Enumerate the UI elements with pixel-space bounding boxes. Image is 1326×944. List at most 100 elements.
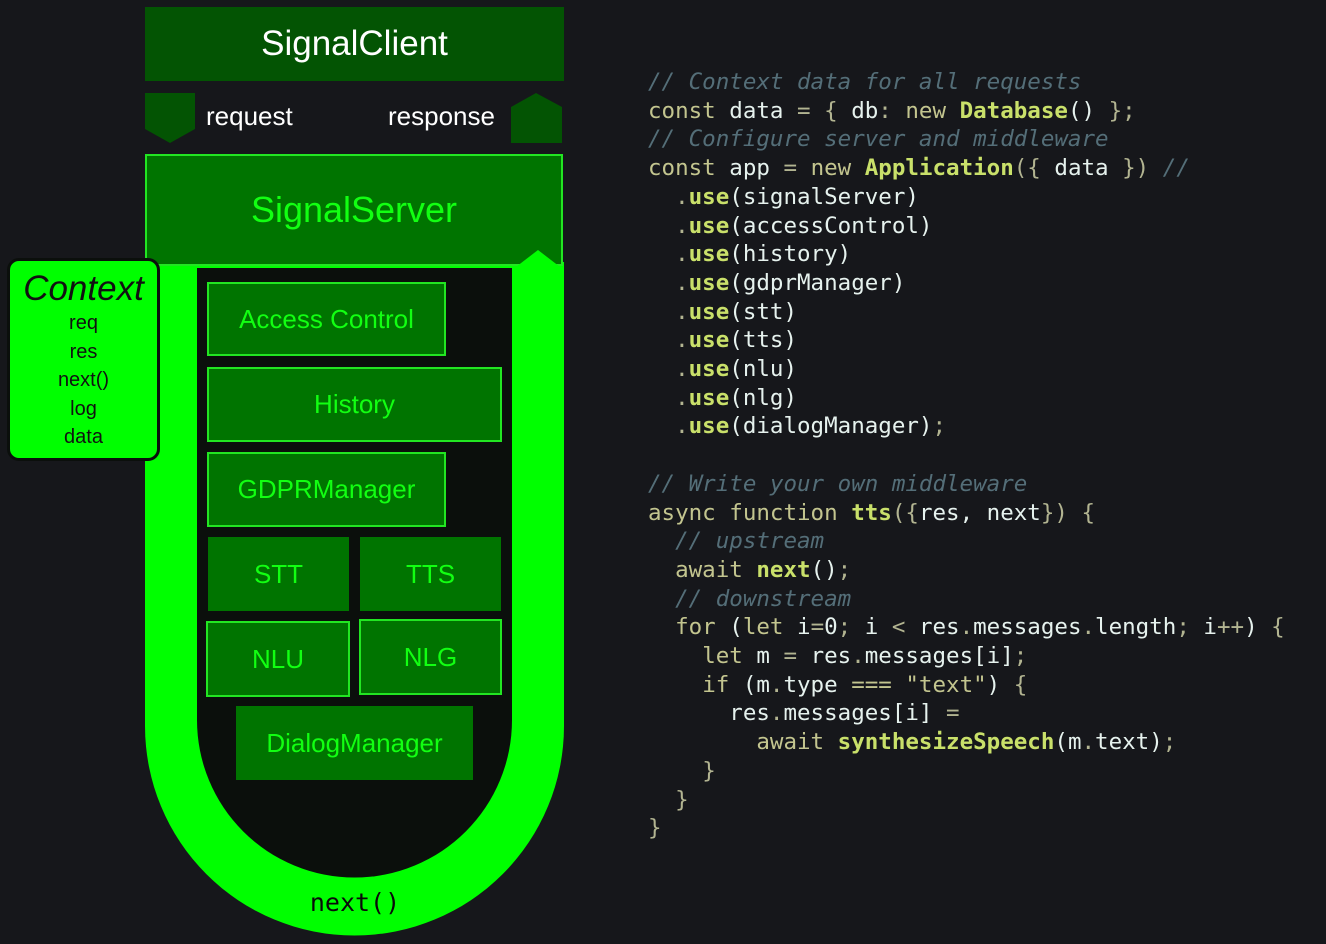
code-token: . [851,643,865,670]
code-line: // upstream [648,527,1285,556]
context-item-next: next() [57,369,110,391]
code-token: res [810,643,852,670]
code-token: }) { [1040,499,1096,526]
code-token: = [810,614,825,641]
code-token: new [810,155,865,182]
code-token: ; [837,556,852,583]
code-token: (history) [729,241,852,268]
code-line: } [648,786,1285,815]
code-token: . [675,413,689,440]
code-token: { [1013,671,1028,698]
code-token: messages[i] [783,700,947,727]
code-token: . [675,356,689,383]
code-line: // Configure server and middleware [648,125,1285,154]
code-token: use [688,241,730,268]
middleware-label: TTS [405,558,456,589]
code-token: ) [986,671,1014,698]
code-line: await synthesizeSpeech(m.text); [648,728,1285,757]
code-token: }; [1108,97,1136,124]
code-token [648,184,675,210]
middleware-gdpr-manager: GDPRManager [207,452,446,527]
code-token: 0 [824,614,838,641]
code-token: use [688,183,730,210]
code-token: (m [742,671,770,698]
code-token: ; [1013,643,1028,670]
code-line: .use(nlu) [648,355,1285,384]
code-line: res.messages[i] = [648,699,1285,728]
code-token: ; [1176,614,1204,641]
code-token [648,241,675,267]
code-token: ++ [1216,614,1245,641]
code-token: i [1203,614,1217,641]
code-token: if [702,671,743,698]
code-token: use [688,269,730,296]
code-token: . [675,298,689,325]
context-item-data: data [64,426,103,448]
code-token: use [688,298,730,325]
code-token: for [675,614,730,641]
code-token: i [797,614,811,641]
code-line: .use(gdprManager) [648,269,1285,298]
code-line: const app = new Application({ data }) // [648,154,1285,183]
code-token: (dialogManager) [729,413,933,440]
signal-server-label: SignalServer [250,189,458,230]
code-token: () [810,556,838,583]
code-token: let [702,643,757,670]
code-token: (nlg) [729,384,798,411]
code-token: }) [1122,155,1163,182]
code-token: . [675,241,689,268]
code-token: res, next [918,499,1041,526]
code-line: const data = { db: new Database() }; [648,97,1285,126]
code-token: next [756,556,811,583]
middleware-label: DialogManager [266,727,443,758]
code-token: ( [729,614,743,641]
code-line: .use(stt) [648,298,1285,327]
code-token [648,299,675,325]
code-token: ) [1244,614,1272,641]
code-token: . [959,614,974,641]
code-token: { [1271,614,1285,641]
code-token: . [675,212,689,239]
middleware-label: STT [253,558,304,589]
code-token: // Write your own middleware [648,470,1028,497]
code-token: data [1054,155,1123,182]
code-token: db [851,97,879,124]
context-item-req: req [69,312,98,334]
code-token: Application [864,155,1014,182]
code-token [648,327,675,353]
signal-server-box: SignalServer [145,154,563,266]
code-token: type [783,671,852,698]
code-line [648,441,1285,470]
code-token [648,385,675,411]
code-token: } [702,757,716,784]
code-token [648,643,702,669]
code-token: === "text" [851,671,987,698]
code-token: messages [973,614,1082,641]
code-token: synthesizeSpeech [837,729,1055,756]
code-token: (accessControl) [729,212,933,239]
code-token: use [688,327,730,354]
code-line: .use(accessControl) [648,212,1285,241]
code-token [648,213,675,239]
code-token: await [675,556,757,583]
code-token: } [675,786,689,813]
middleware-tts: TTS [360,537,501,611]
code-line: for (let i=0; i < res.messages.length; i… [648,613,1285,642]
middleware-history: History [207,367,502,442]
code-token: < [891,614,919,641]
code-line: // Context data for all requests [648,68,1285,97]
signal-client-box: SignalClient [145,7,564,81]
code-token: m [756,643,784,670]
context-item-res: res [69,340,98,363]
code-token: . [675,327,689,354]
code-token [648,787,675,813]
code-line: .use(tts) [648,326,1285,355]
middleware-nlu: NLU [206,621,350,697]
code-token: use [688,413,730,440]
signal-client-label: SignalClient [261,24,448,63]
code-token: res [729,700,770,727]
code-line: let m = res.messages[i]; [648,642,1285,671]
code-line: .use(history) [648,240,1285,269]
middleware-label: Access Control [239,303,414,334]
